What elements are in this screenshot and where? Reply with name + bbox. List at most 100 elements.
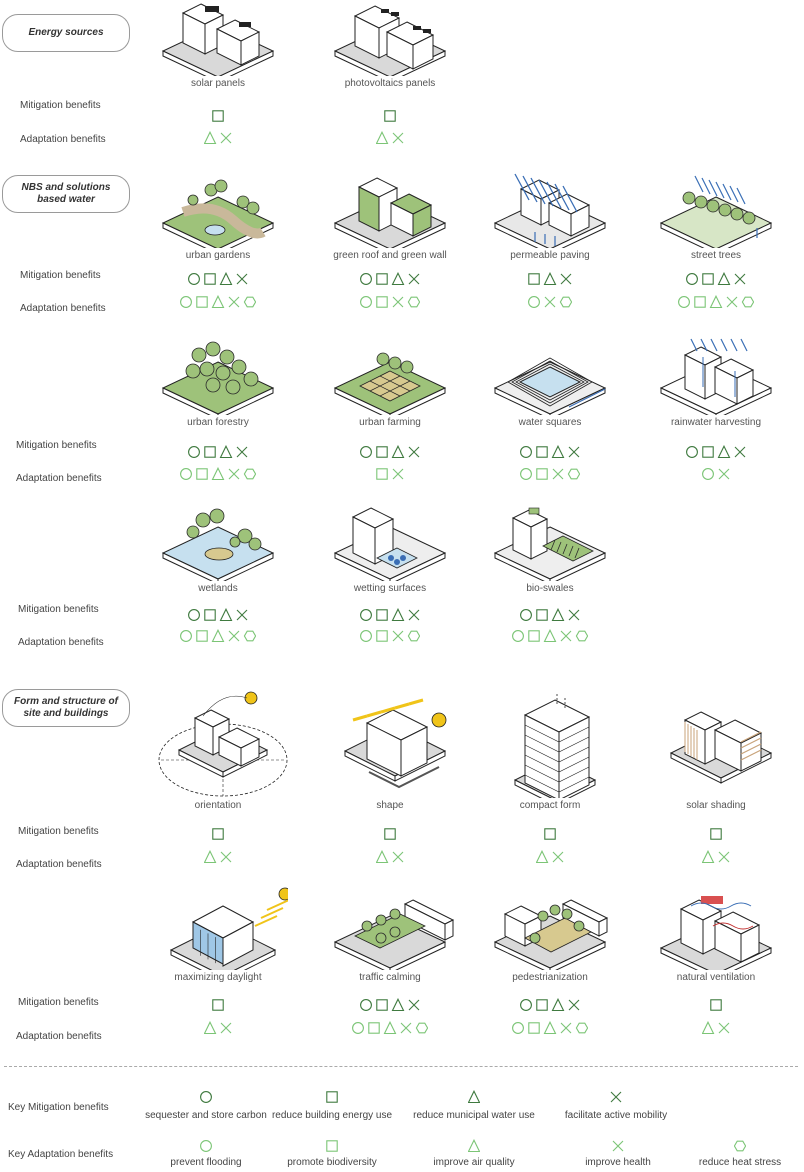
- triangle-icon: [219, 608, 233, 622]
- cross-icon: [568, 999, 580, 1011]
- cross-icon: [568, 446, 580, 458]
- legend-mitigation-symbol: [541, 1090, 691, 1104]
- daylight-illustration: [169, 887, 288, 970]
- forestry-illustration: [161, 341, 275, 415]
- hexagon-icon: [575, 1022, 588, 1034]
- adaptation-benefits: [143, 1021, 293, 1035]
- triangle-icon: [211, 295, 225, 309]
- circle-icon: [520, 468, 532, 480]
- solution-caption: orientation: [194, 800, 242, 811]
- adaptation-symbols: [180, 467, 256, 481]
- adaptation-symbols: [204, 850, 232, 864]
- square-icon: [376, 273, 388, 285]
- mitigation-symbols: [544, 828, 556, 840]
- triangle-icon: [204, 131, 217, 145]
- triangle-icon: [543, 1021, 557, 1035]
- adaptation-benefits: [143, 850, 293, 864]
- mitigation-symbols: [520, 998, 580, 1012]
- legend-mitigation-label: sequester and store carbon: [145, 1110, 267, 1121]
- solution-caption: natural ventilation: [676, 972, 756, 983]
- adaptation-benefits: [143, 131, 293, 145]
- square-icon: [376, 609, 388, 621]
- circle-icon: [702, 468, 714, 480]
- mitigation-symbols: [188, 445, 248, 459]
- triangle-icon: [551, 998, 565, 1012]
- triangle-icon: [391, 445, 405, 459]
- mitigation-symbols: [360, 608, 420, 622]
- mitigation-benefits: [475, 445, 625, 459]
- adaptation-symbols: [520, 468, 580, 480]
- legend-adaptation-label: promote biodiversity: [287, 1157, 377, 1168]
- circle-icon: [188, 446, 200, 458]
- cross-icon: [568, 609, 580, 621]
- cross-icon: [400, 1022, 412, 1034]
- mitigation-benefits: [641, 827, 791, 841]
- triangle-icon: [543, 629, 557, 643]
- triangle-icon: [376, 850, 389, 864]
- legend-mitigation-label: reduce building energy use: [271, 1110, 393, 1121]
- adaptation-symbols: [702, 468, 730, 480]
- triangle-legend: [468, 1090, 480, 1104]
- bioswale-illustration: [493, 507, 607, 581]
- circle-icon: [360, 999, 372, 1011]
- adaptation-benefits: [475, 850, 625, 864]
- adaptation-benefits: [641, 1021, 791, 1035]
- legend-adaptation-symbol: [665, 1139, 804, 1153]
- hexagon-icon: [559, 296, 572, 308]
- mitigation-row-label: Mitigation benefits: [18, 997, 99, 1008]
- mitigation-benefits: [315, 109, 465, 123]
- garden-illustration: [161, 179, 275, 248]
- pedestrian-illustration: [493, 899, 609, 970]
- triangle-icon: [391, 998, 405, 1012]
- triangle-icon: [551, 445, 565, 459]
- square-icon: [212, 999, 224, 1011]
- triangle-icon: [376, 131, 389, 145]
- solution-caption: traffic calming: [359, 972, 421, 983]
- square-icon: [376, 468, 388, 480]
- mitigation-symbols: [212, 999, 224, 1011]
- solution-caption: urban gardens: [185, 250, 251, 261]
- legend-adaptation-title: Key Adaptation benefits: [8, 1149, 114, 1160]
- circle-legend: [200, 1091, 212, 1103]
- solution-caption: shape: [376, 800, 404, 811]
- square-icon: [528, 1022, 540, 1034]
- square-icon: [536, 446, 548, 458]
- mitigation-benefits: [143, 445, 293, 459]
- circle-icon: [528, 296, 540, 308]
- legend-mitigation-label: reduce municipal water use: [413, 1110, 535, 1121]
- triangle-icon: [204, 1021, 217, 1035]
- square-icon: [212, 828, 224, 840]
- adaptation-benefits: [315, 1021, 465, 1035]
- legend-adaptation-symbol: [257, 1139, 407, 1153]
- adaptation-symbols: [528, 296, 572, 308]
- circle-icon: [512, 630, 524, 642]
- legend-mitigation-label: facilitate active mobility: [564, 1110, 668, 1121]
- cross-icon: [392, 296, 404, 308]
- solution-caption: pedestrianization: [512, 972, 588, 983]
- adaptation-benefits: [315, 131, 465, 145]
- adaptation-symbols: [360, 296, 420, 308]
- triangle-icon: [717, 445, 731, 459]
- adaptation-benefits: [641, 295, 791, 309]
- cross-icon: [544, 296, 556, 308]
- cross-icon: [220, 132, 232, 144]
- triangle-legend: [468, 1139, 480, 1153]
- mitigation-symbols: [520, 608, 580, 622]
- mitigation-symbols: [212, 828, 224, 840]
- circle-icon: [520, 609, 532, 621]
- mitigation-symbols: [188, 272, 248, 286]
- square-icon: [326, 1140, 338, 1152]
- triangle-icon: [468, 1139, 480, 1153]
- mitigation-symbols: [360, 445, 420, 459]
- cross-icon: [718, 468, 730, 480]
- cross-icon: [220, 851, 232, 863]
- solution-caption: solar panels: [191, 78, 245, 89]
- farming-illustration: [333, 352, 447, 415]
- compact-illustration: [513, 694, 597, 798]
- legend-adaptation-symbol: [131, 1139, 281, 1153]
- legend-adaptation-label: improve health: [585, 1157, 651, 1168]
- mitigation-benefits: [475, 608, 625, 622]
- triangle-icon: [211, 629, 225, 643]
- square-icon: [544, 828, 556, 840]
- circle-icon: [200, 1091, 212, 1103]
